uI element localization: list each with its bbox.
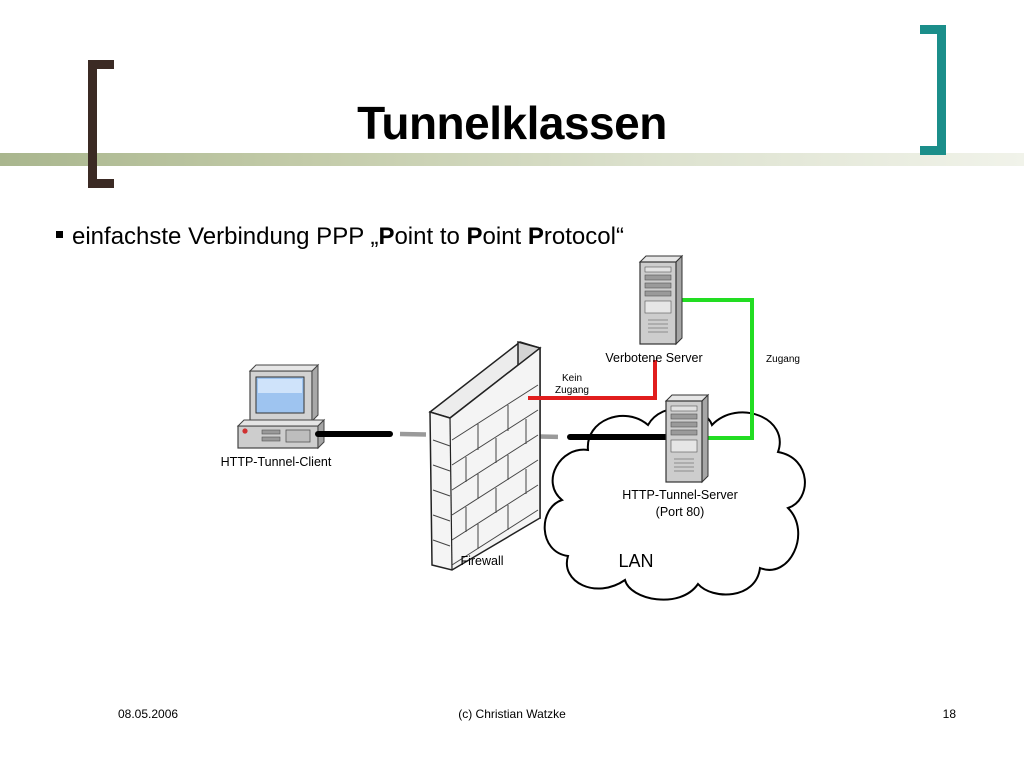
bullet-bold-p2: P bbox=[466, 223, 483, 250]
firewall-label: Firewall bbox=[460, 554, 503, 568]
bullet-text-w1: oint to bbox=[394, 223, 467, 250]
bullet-bold-p3: P bbox=[527, 223, 544, 250]
left-bracket-decoration bbox=[88, 60, 114, 188]
access-link bbox=[682, 298, 754, 440]
footer-page-number: 18 bbox=[942, 707, 956, 721]
forbidden-server-label: Verbotene Server bbox=[605, 351, 702, 365]
right-bracket-decoration bbox=[920, 25, 946, 155]
tunnel-server-label-line1: HTTP-Tunnel-Server bbox=[622, 488, 738, 502]
bullet-text-lead: einfachste Verbindung PPP „ bbox=[72, 223, 379, 250]
client-label: HTTP-Tunnel-Client bbox=[221, 455, 332, 469]
slide-title: Tunnelklassen bbox=[357, 97, 667, 149]
client-computer-icon bbox=[236, 363, 326, 450]
bullet-bold-p1: P bbox=[378, 223, 395, 250]
forbidden-server-icon bbox=[638, 254, 684, 346]
footer-date: 08.05.2006 bbox=[118, 707, 179, 721]
no-access-label-line1: Kein bbox=[562, 373, 582, 384]
footer-author: (c) Christian Watzke bbox=[458, 707, 566, 721]
title-underline-bar bbox=[0, 153, 1024, 166]
access-label: Zugang bbox=[766, 354, 800, 365]
bullet-text-w3: rotocol“ bbox=[543, 223, 624, 250]
bullet-item: einfachste Verbindung PPP „Point to Poin… bbox=[56, 222, 816, 252]
no-access-link bbox=[528, 360, 657, 400]
square-bullet-icon bbox=[56, 231, 63, 239]
tunnel-server-icon bbox=[664, 393, 710, 484]
no-access-label-line2: Zugang bbox=[555, 385, 589, 396]
lan-label: LAN bbox=[618, 551, 653, 571]
tunnel-server-label-line2: (Port 80) bbox=[656, 505, 705, 519]
firewall-icon bbox=[428, 341, 542, 571]
bullet-text-w2: oint bbox=[482, 223, 528, 250]
